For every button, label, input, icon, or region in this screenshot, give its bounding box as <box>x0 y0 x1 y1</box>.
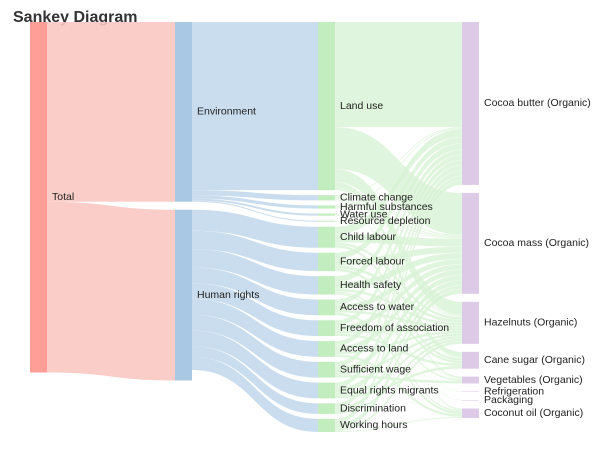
node-freedom-of-association <box>318 320 335 337</box>
node-label-child-labour: Child labour <box>340 231 397 243</box>
node-cocoa-mass-organic <box>462 192 479 294</box>
link-human-rights-to-sufficient-wage <box>192 314 318 378</box>
node-refrigeration <box>462 391 479 393</box>
node-sufficient-wage <box>318 361 335 378</box>
node-label-human-rights: Human rights <box>197 289 259 301</box>
link-environment-to-resource-depletion <box>192 200 318 222</box>
node-equal-rights-migrants <box>318 382 335 399</box>
link-human-rights-to-access-to-land <box>192 299 318 357</box>
node-label-working-hours: Working hours <box>340 419 408 431</box>
node-label-land-use: Land use <box>340 100 383 112</box>
link-human-rights-to-child-labour <box>192 209 318 248</box>
node-discrimination <box>318 403 335 414</box>
node-label-access-to-land: Access to land <box>340 343 408 355</box>
link-human-rights-to-working-hours <box>192 356 318 432</box>
node-label-discrimination: Discrimination <box>340 402 406 414</box>
link-environment-to-climate-change <box>192 190 318 201</box>
node-label-harmful-substances: Harmful substances <box>340 201 433 213</box>
node-label-access-to-water: Access to water <box>340 301 415 313</box>
node-label-sufficient-wage: Sufficient wage <box>340 363 411 375</box>
node-label-packaging: Packaging <box>484 394 533 406</box>
link-human-rights-to-equal-rights-migrants <box>192 330 318 399</box>
node-label-refrigeration: Refrigeration <box>484 386 544 398</box>
node-working-hours <box>318 418 335 432</box>
node-total <box>30 22 47 373</box>
node-label-cocoa-butter-organic: Cocoa butter (Organic) <box>484 97 591 109</box>
node-child-labour <box>318 226 335 248</box>
link-working-hours-to-cocoa-butter-organic <box>334 179 463 424</box>
link-environment-to-harmful-substances <box>192 195 318 209</box>
node-label-equal-rights-migrants: Equal rights migrants <box>340 384 439 396</box>
node-label-climate-change: Climate change <box>340 192 413 204</box>
node-label-health-safety: Health safety <box>340 279 402 291</box>
node-cane-sugar-organic <box>462 351 479 369</box>
node-forced-labour <box>318 252 335 272</box>
node-coconut-oil-organic <box>462 408 479 418</box>
node-label-resource-depletion: Resource depletion <box>340 215 431 227</box>
sankey-links <box>47 21 463 433</box>
node-access-to-water <box>318 299 335 316</box>
node-vegetables-organic <box>462 376 479 384</box>
node-climate-change <box>318 195 335 201</box>
node-resource-depletion <box>318 220 335 222</box>
node-label-forced-labour: Forced labour <box>340 256 405 268</box>
chart-title: Sankey Diagram <box>13 9 138 26</box>
node-cocoa-butter-organic <box>462 22 479 185</box>
node-land-use <box>318 22 335 191</box>
link-human-rights-to-freedom-of-association <box>192 283 318 337</box>
node-water-use <box>318 213 335 216</box>
node-label-vegetables-organic: Vegetables (Organic) <box>484 374 583 386</box>
link-environment-to-land-use <box>192 22 318 191</box>
link-human-rights-to-access-to-water <box>192 267 318 316</box>
node-hazelnuts-organic <box>462 301 479 344</box>
node-environment <box>175 22 192 202</box>
node-label-water-use: Water use <box>340 208 388 220</box>
node-access-to-land <box>318 341 335 357</box>
node-label-hazelnuts-organic: Hazelnuts (Organic) <box>484 317 577 329</box>
node-label-coconut-oil-organic: Coconut oil (Organic) <box>484 407 583 419</box>
link-total-to-human-rights <box>47 201 175 381</box>
node-health-safety <box>318 276 335 295</box>
node-harmful-substances <box>318 205 335 209</box>
link-human-rights-to-health-safety <box>192 249 318 295</box>
node-label-cocoa-mass-organic: Cocoa mass (Organic) <box>484 237 589 249</box>
node-packaging <box>462 400 479 401</box>
link-human-rights-to-discrimination <box>192 346 318 414</box>
node-human-rights <box>175 209 192 381</box>
link-environment-to-water-use <box>192 198 318 216</box>
link-total-to-environment <box>47 22 175 202</box>
node-label-total: Total <box>52 191 74 203</box>
node-label-cane-sugar-organic: Cane sugar (Organic) <box>484 354 585 366</box>
link-human-rights-to-forced-labour <box>192 230 318 272</box>
node-label-environment: Environment <box>197 106 256 118</box>
node-label-freedom-of-association: Freedom of association <box>340 322 449 334</box>
